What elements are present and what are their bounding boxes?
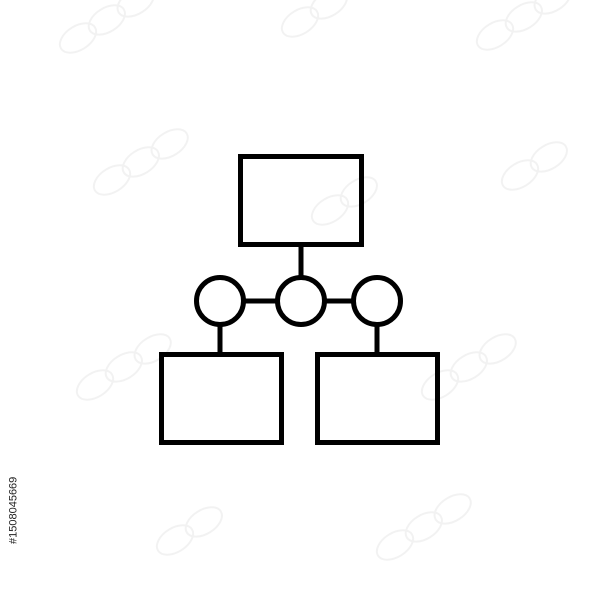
bottom-right-node-box: [315, 352, 440, 445]
right-connector-node: [351, 275, 403, 327]
left-connector-node: [194, 275, 246, 327]
bottom-left-node-box: [159, 352, 284, 445]
top-node-box: [238, 154, 364, 247]
stock-id-label: #1508045669: [7, 476, 20, 544]
center-connector-node: [275, 275, 327, 327]
